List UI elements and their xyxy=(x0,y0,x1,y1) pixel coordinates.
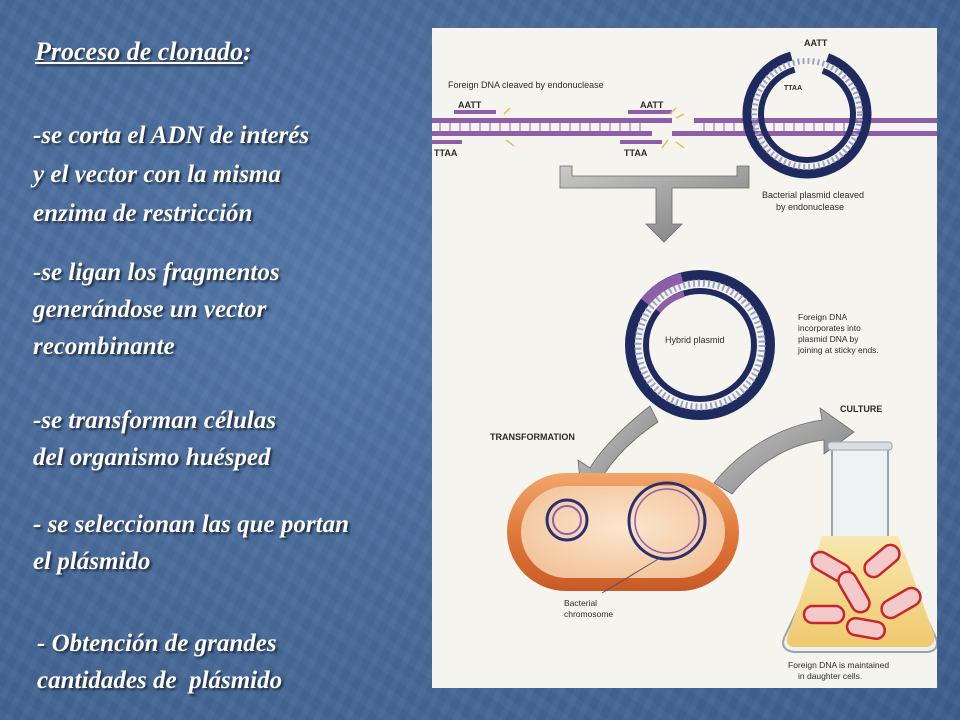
culture-label: CULTURE xyxy=(840,404,882,414)
maintained-label-line2: in daughter cells. xyxy=(798,671,862,681)
bullet-line: recombinante xyxy=(33,333,175,360)
plasmid-label-line1: Bacterial plasmid cleaved xyxy=(762,190,864,200)
chromosome-label-line2: chromosome xyxy=(564,609,613,619)
merge-arrow xyxy=(559,165,750,243)
bullet-select: - se seleccionan las que portan el plásmi… xyxy=(33,506,349,580)
bullet-transform: -se transforman células del organismo hué… xyxy=(33,402,276,476)
plasmid-sequence-ttaa: TTAA xyxy=(784,85,802,92)
sequence-aatt-right: AATT xyxy=(640,100,664,110)
slide-title: Proceso de clonado: xyxy=(35,33,252,70)
chromosome-label-line1: Bacterial xyxy=(564,598,597,608)
bullet-cut: -se corta el ADN de interés y el vector c… xyxy=(33,116,309,233)
sequence-aatt-left: AATT xyxy=(458,100,482,110)
plasmid-label-line2: by endonuclease xyxy=(776,202,844,212)
bullet-line: -se corta el ADN de interés xyxy=(33,122,310,149)
maintained-label-line1: Foreign DNA is maintained xyxy=(788,660,889,670)
bullet-line: generándose un vector xyxy=(33,296,267,323)
slide-title-colon: : xyxy=(242,37,252,66)
bullet-line: cantidades de plásmido xyxy=(37,667,283,694)
foreign-incorp-line2: incorporates into xyxy=(798,323,861,333)
culture-flask xyxy=(782,441,937,653)
bacterium-cell xyxy=(507,473,739,594)
bullet-line: enzima de restricción xyxy=(33,200,253,227)
cloning-diagram: Foreign DNA cleaved by endonuclease xyxy=(432,38,937,681)
hybrid-plasmid xyxy=(625,270,775,420)
bullet-line: -se ligan los fragmentos xyxy=(33,259,280,286)
bullet-line: el plásmido xyxy=(33,548,151,575)
cloning-figure: Foreign DNA cleaved by endonuclease xyxy=(432,28,937,688)
bullet-line: del organismo huésped xyxy=(33,444,271,471)
foreign-incorp-line3: plasmid DNA by xyxy=(798,334,859,344)
bullet-obtain: - Obtención de grandes cantidades de plás… xyxy=(37,625,282,699)
culture-arrow xyxy=(713,407,855,495)
bullet-ligate: -se ligan los fragmentos generándose un v… xyxy=(33,254,280,365)
plasmid-sequence-aatt: AATT xyxy=(804,38,828,48)
sequence-ttaa-left: TTAA xyxy=(434,148,458,158)
cleaved-plasmid xyxy=(742,49,872,179)
hybrid-plasmid-label: Hybrid plasmid xyxy=(665,335,725,345)
foreign-dna-strands xyxy=(432,107,937,149)
foreign-dna-label: Foreign DNA cleaved by endonuclease xyxy=(448,80,604,90)
slide-title-text: Proceso de clonado xyxy=(35,37,243,66)
bullet-line: -se transforman células xyxy=(33,407,277,434)
transformation-label: TRANSFORMATION xyxy=(490,432,575,442)
bullet-line: - Obtención de grandes xyxy=(37,630,277,657)
foreign-incorp-line1: Foreign DNA xyxy=(798,312,847,322)
bullet-line: - se seleccionan las que portan xyxy=(33,511,349,538)
bullet-line: y el vector con la misma xyxy=(33,161,281,188)
foreign-incorp-line4: joining at sticky ends. xyxy=(797,345,879,355)
sequence-ttaa-right: TTAA xyxy=(624,148,648,158)
